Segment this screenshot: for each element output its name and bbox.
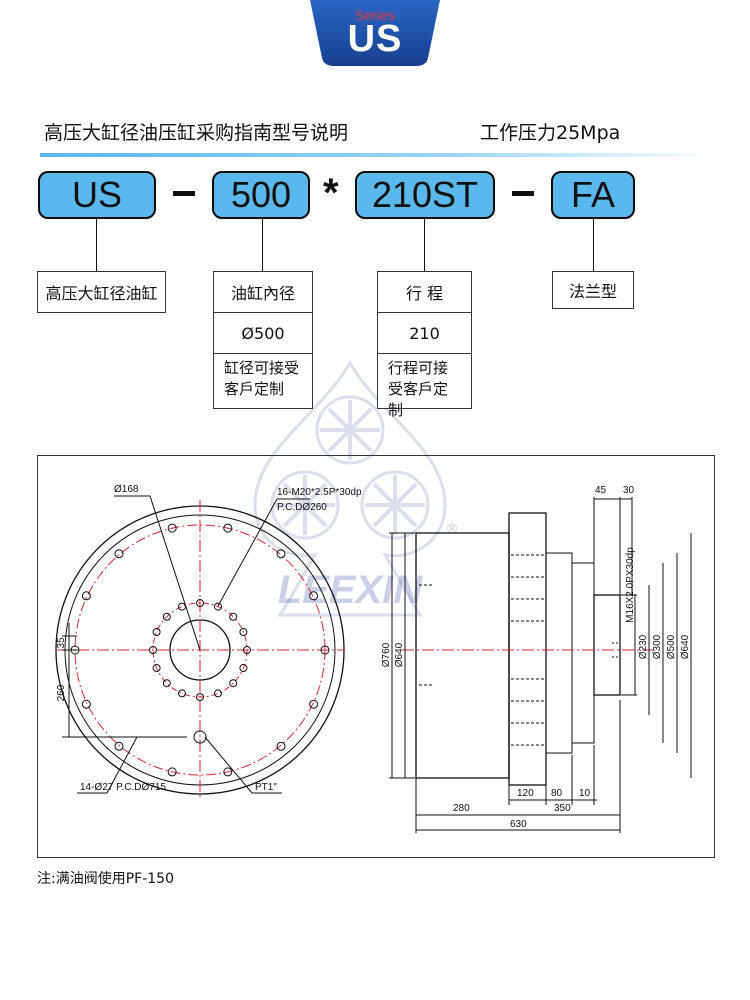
code-star: * — [323, 171, 339, 215]
dim-d300: Ø300 — [652, 634, 663, 659]
box-type: 高压大缸径油缸 — [37, 271, 166, 313]
watermark-brand: LEEXIN — [278, 568, 424, 612]
dim-d640: Ø640 — [394, 642, 405, 667]
dim-35: 35 — [56, 637, 67, 649]
dim-d500: Ø500 — [666, 634, 677, 659]
box-mount: 法兰型 — [552, 271, 634, 309]
dim-630: 630 — [510, 819, 527, 830]
series-label: Series — [355, 7, 395, 23]
dim-d168: Ø168 — [114, 484, 139, 495]
dim-d760: Ø760 — [381, 642, 392, 667]
code-stroke: 210ST — [355, 171, 495, 219]
watermark-registered: ® — [447, 520, 458, 536]
brand-watermark: LEEXIN ® — [253, 360, 458, 617]
dim-d230: Ø230 — [638, 634, 649, 659]
dim-280: 280 — [453, 803, 470, 814]
dim-10: 10 — [579, 788, 591, 799]
code-mount: FA — [551, 171, 635, 219]
dim-350: 350 — [554, 803, 571, 814]
dim-260: 260 — [56, 684, 67, 701]
series-tab — [310, 0, 440, 66]
page-title: 高压大缸径油压缸采购指南型号说明 — [44, 122, 349, 144]
series-model: US — [347, 18, 403, 60]
dim-bolt: 16-M20*2.5P*30dp — [277, 487, 362, 498]
dim-holes: 14-Ø27 P.C.DØ715 — [80, 782, 166, 793]
dim-thread: M16X2.0PX30dp — [625, 547, 636, 623]
box-stroke-label: 行 程 — [377, 271, 472, 313]
side-view — [389, 497, 692, 833]
drawing-frame — [37, 455, 715, 858]
port-label: PT1" — [255, 782, 277, 793]
front-view — [55, 495, 345, 800]
technical-drawing: Ø168 16-M20*2.5P*30dp P.C.DØ260 35 260 1… — [55, 484, 692, 833]
box-stroke-value: 210 — [377, 312, 472, 354]
title-divider — [40, 153, 720, 157]
dim-d640r: Ø640 — [680, 634, 691, 659]
box-bore-note: 缸径可接受客戶定制 — [213, 353, 313, 409]
dim-30: 30 — [623, 485, 635, 496]
box-bore-label: 油缸內径 — [213, 271, 313, 313]
dim-80: 80 — [551, 788, 563, 799]
code-series: US — [38, 171, 156, 219]
code-dash-2 — [512, 191, 534, 196]
working-pressure: 工作压力25Mpa — [480, 122, 621, 144]
connector-bore — [262, 219, 263, 272]
connector-mount — [593, 219, 594, 272]
code-bore: 500 — [212, 171, 310, 219]
connector-stroke — [424, 219, 425, 272]
box-bore-value: Ø500 — [213, 312, 313, 354]
code-dash-1 — [173, 191, 195, 196]
dim-120: 120 — [517, 788, 534, 799]
dim-45: 45 — [595, 485, 607, 496]
footnote: 注:满油阀使用PF-150 — [37, 871, 174, 887]
box-stroke-note: 行程可接受客戶定制 — [377, 353, 472, 419]
dim-pcd260: P.C.DØ260 — [277, 502, 327, 513]
connector-series — [96, 219, 97, 272]
